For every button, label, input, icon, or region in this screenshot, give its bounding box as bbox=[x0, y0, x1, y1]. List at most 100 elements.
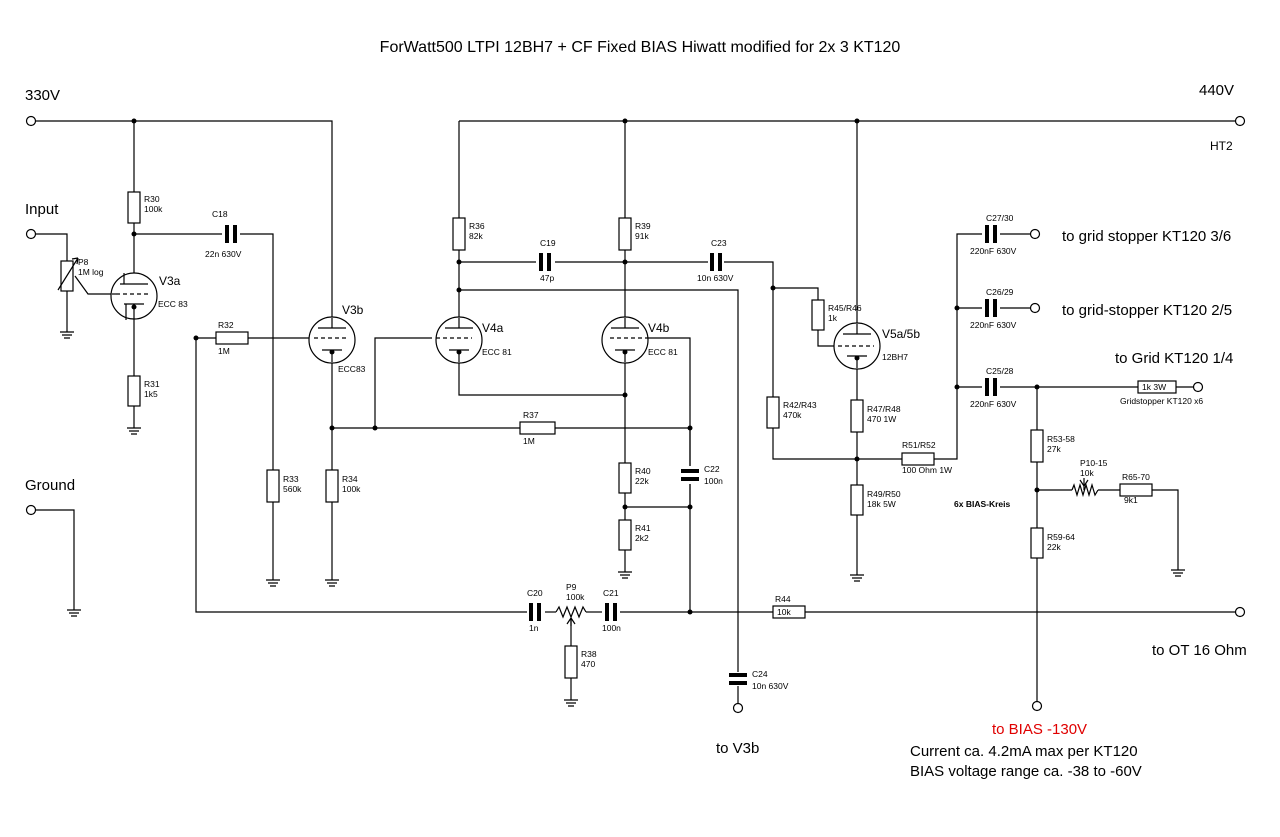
note-bias-kreis: 6x BIAS-Kreis bbox=[954, 499, 1010, 509]
label-r41-ref: R41 bbox=[635, 523, 651, 533]
terminal-input bbox=[25, 228, 37, 240]
tube-v3a-name: V3a bbox=[159, 274, 181, 288]
label-r59-ref: R59-64 bbox=[1047, 532, 1075, 542]
label-r34-ref: R34 bbox=[342, 474, 358, 484]
label-c26-ref: C26/29 bbox=[986, 287, 1014, 297]
label-r47-ref: R47/R48 bbox=[867, 404, 901, 414]
tube-labels: V3a ECC 83 V3b ECC83 V4a ECC 81 V4b ECC … bbox=[158, 274, 920, 374]
resistor-r65 bbox=[1119, 483, 1153, 497]
label-p8-ref: P8 bbox=[78, 257, 89, 267]
capacitor-c23 bbox=[710, 253, 722, 271]
label-c23-val: 10n 630V bbox=[697, 273, 734, 283]
label-r40-ref: R40 bbox=[635, 466, 651, 476]
terminal-v3b bbox=[732, 702, 744, 714]
tube-v5-name: V5a/5b bbox=[882, 327, 920, 341]
ground-symbols bbox=[60, 331, 1185, 707]
resistor-r42 bbox=[766, 396, 780, 429]
resistor-r53 bbox=[1030, 429, 1044, 463]
label-r31-ref: R31 bbox=[144, 379, 160, 389]
label-r31-val: 1k5 bbox=[144, 389, 158, 399]
label-input: Input bbox=[25, 201, 59, 218]
potentiometers bbox=[57, 257, 1099, 626]
tube-v4a-name: V4a bbox=[482, 321, 504, 335]
terminal-440v bbox=[1234, 115, 1246, 127]
label-c27-val: 220nF 630V bbox=[970, 246, 1017, 256]
component-labels: R30 100k R31 1k5 R32 1M R33 560k R34 100… bbox=[78, 194, 1203, 691]
label-c25-ref: C25/28 bbox=[986, 366, 1014, 376]
label-p9-val: 100k bbox=[566, 592, 585, 602]
label-p8-val: 1M log bbox=[78, 267, 104, 277]
label-r42-val: 470k bbox=[783, 410, 802, 420]
resistor-r51 bbox=[901, 452, 935, 466]
resistor-r30 bbox=[127, 191, 141, 224]
label-c20-ref: C20 bbox=[527, 588, 543, 598]
label-c26-val: 220nF 630V bbox=[970, 320, 1017, 330]
tube-v3b-name: V3b bbox=[342, 303, 364, 317]
label-c25-val: 220nF 630V bbox=[970, 399, 1017, 409]
tube-v4b-name: V4b bbox=[648, 321, 670, 335]
capacitor-c22 bbox=[681, 469, 699, 481]
label-to-grid-25: to grid-stopper KT120 2/5 bbox=[1062, 302, 1232, 319]
label-r59-val: 22k bbox=[1047, 542, 1061, 552]
label-r30-val: 100k bbox=[144, 204, 163, 214]
pot-p9 bbox=[555, 605, 587, 619]
label-r34-val: 100k bbox=[342, 484, 361, 494]
terminal-330v bbox=[25, 115, 37, 127]
tube-v3a-type: ECC 83 bbox=[158, 299, 188, 309]
label-gs-ref: 1k 3W bbox=[1142, 382, 1166, 392]
label-r38-val: 470 bbox=[581, 659, 595, 669]
label-c19-ref: C19 bbox=[540, 238, 556, 248]
note-current: Current ca. 4.2mA max per KT120 bbox=[910, 743, 1138, 760]
wires bbox=[36, 120, 1240, 704]
label-r36-val: 82k bbox=[469, 231, 483, 241]
label-c27-ref: C27/30 bbox=[986, 213, 1014, 223]
terminals bbox=[25, 115, 1246, 714]
capacitor-c24 bbox=[729, 673, 747, 685]
label-r49-ref: R49/R50 bbox=[867, 489, 901, 499]
label-p9-ref: P9 bbox=[566, 582, 577, 592]
label-r49-val: 18k 5W bbox=[867, 499, 896, 509]
label-r32-val: 1M bbox=[218, 346, 230, 356]
label-c24-val: 10n 630V bbox=[752, 681, 789, 691]
label-p10-val: 10k bbox=[1080, 468, 1094, 478]
label-r33-ref: R33 bbox=[283, 474, 299, 484]
label-c24-ref: C24 bbox=[752, 669, 768, 679]
terminal-labels: 330V 440V HT2 Input Ground to V3b to OT … bbox=[25, 82, 1247, 780]
label-c21-ref: C21 bbox=[603, 588, 619, 598]
label-ground: Ground bbox=[25, 477, 75, 494]
capacitor-c18 bbox=[225, 225, 237, 243]
capacitor-c21 bbox=[605, 603, 617, 621]
label-to-grid-14: to Grid KT120 1/4 bbox=[1115, 350, 1233, 367]
resistor-r38 bbox=[564, 645, 578, 679]
label-to-grid-36: to grid stopper KT120 3/6 bbox=[1062, 228, 1231, 245]
resistor-r32 bbox=[215, 331, 249, 345]
label-r51-ref: R51/R52 bbox=[902, 440, 936, 450]
label-c18-ref: C18 bbox=[212, 209, 228, 219]
label-c20-val: 1n bbox=[529, 623, 539, 633]
resistor-r41 bbox=[618, 519, 632, 551]
label-r44-ref: R44 bbox=[775, 594, 791, 604]
tube-v4b bbox=[601, 316, 649, 364]
label-c22-ref: C22 bbox=[704, 464, 720, 474]
label-r65-ref: R65-70 bbox=[1122, 472, 1150, 482]
tube-v4a bbox=[435, 316, 483, 364]
terminal-ground bbox=[25, 504, 37, 516]
resistor-r36 bbox=[452, 217, 466, 251]
note-bias-range: BIAS voltage range ca. -38 to -60V bbox=[910, 763, 1142, 780]
label-r33-val: 560k bbox=[283, 484, 302, 494]
resistor-r31 bbox=[127, 375, 141, 407]
label-c19-val: 47p bbox=[540, 273, 554, 283]
capacitor-c19 bbox=[539, 253, 551, 271]
terminal-ot bbox=[1234, 606, 1246, 618]
tube-v3a bbox=[110, 272, 158, 320]
pot-p10 bbox=[1071, 482, 1099, 498]
tube-v3b-type: ECC83 bbox=[338, 364, 366, 374]
diagram-title: ForWatt500 LTPI 12BH7 + CF Fixed BIAS Hi… bbox=[380, 39, 901, 56]
label-c18-val: 22n 630V bbox=[205, 249, 242, 259]
label-r39-ref: R39 bbox=[635, 221, 651, 231]
tube-v5-type: 12BH7 bbox=[882, 352, 908, 362]
label-r40-val: 22k bbox=[635, 476, 649, 486]
tube-v3b bbox=[308, 316, 356, 364]
resistor-r33 bbox=[266, 469, 280, 503]
